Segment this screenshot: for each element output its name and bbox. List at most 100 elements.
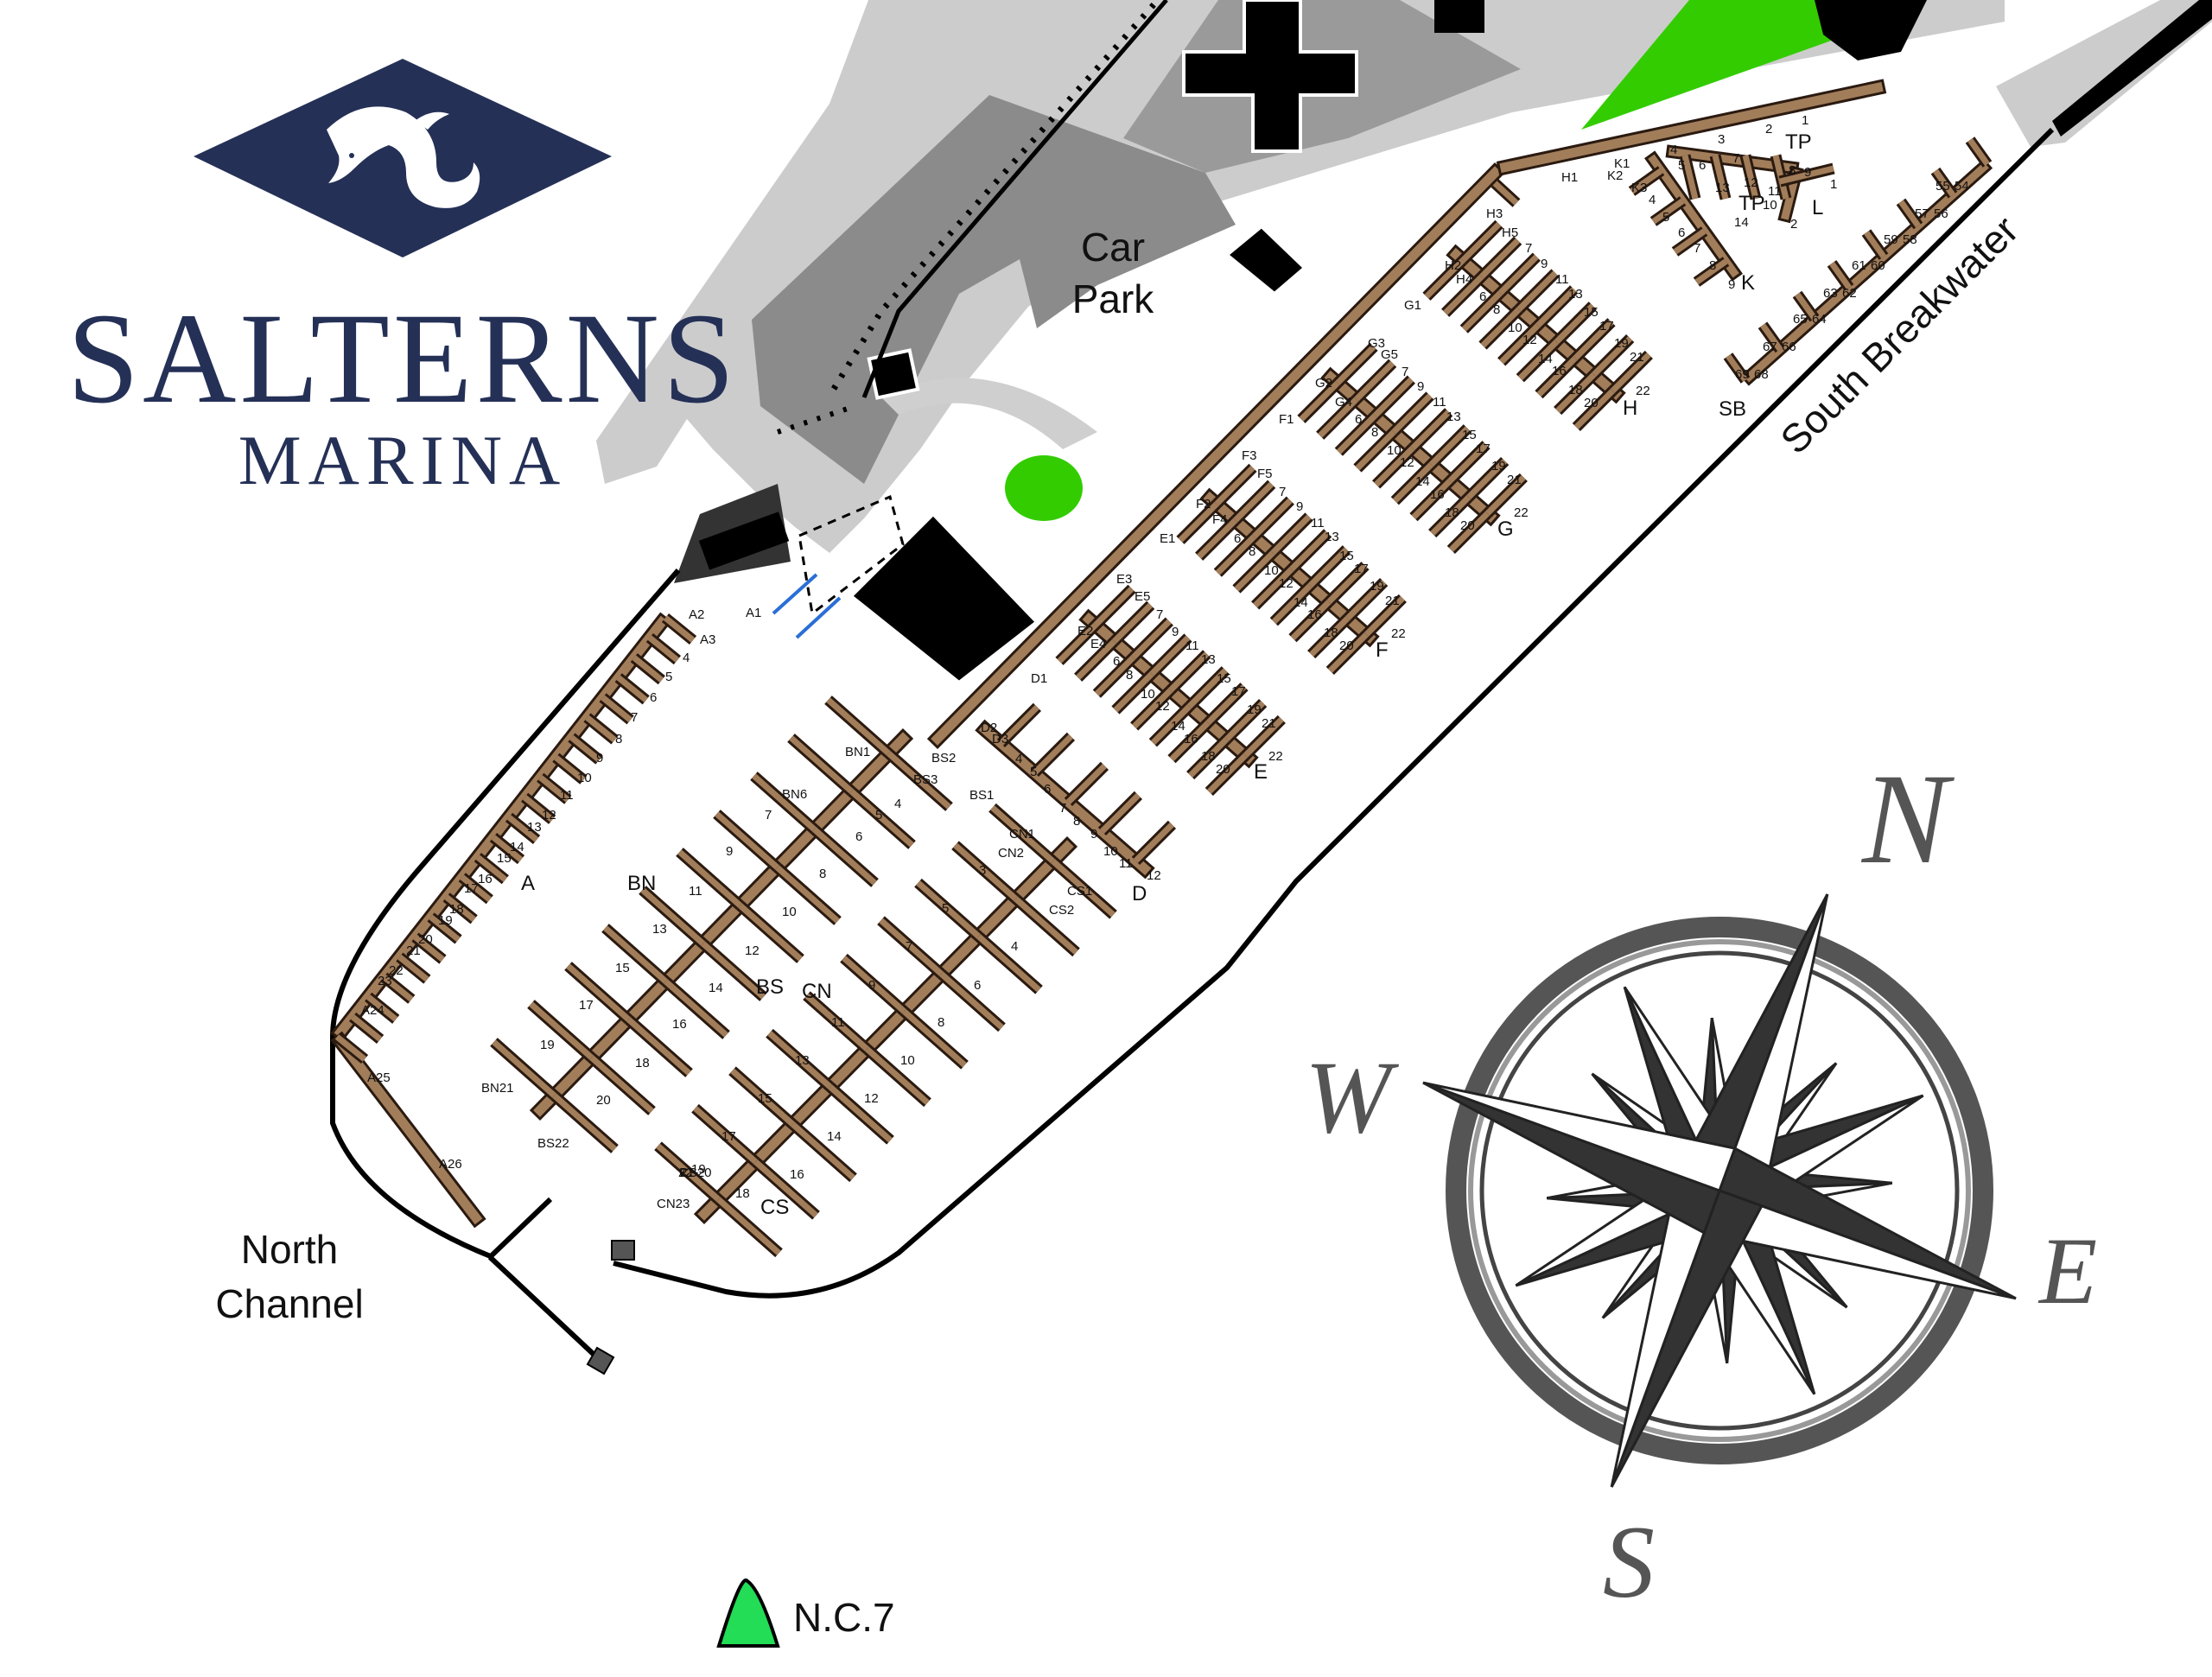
breakwater-black (2052, 0, 2212, 137)
car-park-label-2: Park (1072, 276, 1155, 321)
pontoon-cn-finger-deck (842, 956, 906, 1014)
berth-label: D1 (1031, 671, 1047, 686)
berth-label: 17 (1476, 441, 1491, 456)
berth-label: 17 (579, 998, 594, 1013)
pontoon-bs-finger-deck (664, 979, 728, 1038)
berth-label: 5 (942, 901, 949, 916)
pontoon-cs-finger-deck (865, 1046, 930, 1105)
pier-label-k: K (1741, 271, 1755, 295)
pontoon-a-finger-deck (616, 675, 648, 703)
pontoon-e-finger-deck (1093, 586, 1135, 627)
berth-label: 21 (680, 1166, 695, 1180)
berth-label: 13 (652, 922, 667, 937)
berth-label: BN21 (481, 1081, 514, 1096)
berth-label: 7 (1732, 151, 1739, 166)
berth-label: H1 (1561, 170, 1578, 185)
pontoon-e-finger-deck (1057, 622, 1098, 664)
pontoon-g-finger-deck (1448, 511, 1490, 552)
berth-label: 10 (1103, 844, 1118, 859)
berth-label: 21 (406, 943, 421, 958)
pontoon-sb-finger-deck (1726, 353, 1748, 383)
berth-label: 14 (1734, 215, 1749, 230)
pontoon-a-finger-deck (429, 914, 461, 943)
berth-label: 10 (577, 771, 592, 785)
berth-label: 20 (1339, 638, 1354, 653)
berth-label: 66 (1782, 340, 1796, 354)
berth-label: 11 (560, 788, 574, 803)
pontoon-a-finger-deck (491, 835, 524, 862)
berth-label: 13 (1715, 181, 1730, 195)
berth-label: 21 (1262, 716, 1276, 731)
pontoon-a-finger-deck (413, 934, 445, 962)
pontoon-f-finger-deck (1197, 518, 1238, 559)
compass-ring-mid (1468, 939, 1971, 1442)
berth-label: 22 (678, 1166, 693, 1180)
pontoon-d-spine (975, 719, 1155, 880)
south-breakwater (613, 127, 2055, 1299)
berth-label: 15 (497, 851, 512, 866)
pontoon-k-finger-deck (1651, 198, 1685, 225)
pontoon-g-finger-deck (1466, 459, 1508, 500)
pontoon-a-finger-deck (601, 695, 632, 723)
pontoon-bn-finger-deck (492, 1039, 556, 1098)
berth-label: 11 (831, 1015, 845, 1030)
pontoon-f-finger-deck (1307, 547, 1349, 588)
berth-label: 68 (1754, 367, 1769, 382)
pontoon-g-finger-deck (1392, 462, 1433, 504)
pontoon-cs-finger-deck (1051, 859, 1116, 918)
pier-label-f: F (1376, 638, 1389, 662)
north-channel-label-1: North (241, 1227, 338, 1272)
berth-label: 14 (510, 840, 524, 854)
berth-label: 15 (1462, 428, 1477, 442)
logo-diamond (194, 59, 612, 257)
pontoon-g-finger-deck (1374, 446, 1415, 487)
berth-label: 16 (1184, 732, 1198, 746)
pontoon-g-finger-deck (1355, 429, 1396, 471)
berth-label: 64 (1812, 312, 1827, 327)
berth-label: CS20 (679, 1166, 712, 1180)
pontoon-a-finger-deck (506, 815, 539, 842)
berth-label: 20 (1460, 518, 1475, 533)
berth-label: 5 (665, 670, 672, 684)
berth-label: 5 (1030, 765, 1037, 779)
pontoon-e-finger-deck (1205, 684, 1247, 726)
berth-label: 13 (527, 820, 542, 835)
berth-label: 57 (1915, 206, 1929, 221)
berth-label: 4 (1649, 193, 1656, 207)
berth-label: 54 (1955, 179, 1969, 194)
berth-label: 7 (631, 710, 638, 725)
buoy-icon (716, 1578, 780, 1648)
berth-label: 22 (389, 963, 404, 978)
berth-label: 5 (1678, 158, 1685, 173)
pier-label-bs: BS (756, 975, 784, 999)
berth-label: A26 (439, 1157, 462, 1172)
berth-label: 18 (1445, 505, 1459, 520)
berth-label: 13 (1446, 410, 1461, 424)
pontoon-f-finger-deck (1178, 501, 1219, 543)
berth-label: 15 (1217, 671, 1231, 686)
pontoon-f-finger-deck (1234, 550, 1275, 592)
berth-label: 17 (1354, 562, 1369, 576)
pontoon-cs-finger-deck (1014, 896, 1078, 955)
pontoon-g-finger-deck (1411, 479, 1452, 520)
berth-label: 19 (540, 1038, 555, 1052)
pontoon-e-finger-deck (1186, 668, 1228, 709)
pontoon-e-finger-deck (1132, 688, 1173, 729)
berth-label: 11 (1433, 395, 1446, 410)
pontoon-bn-finger-deck (715, 811, 779, 870)
pontoon-g-finger-deck (1299, 380, 1340, 422)
pontoon-sb-finger-deck (1760, 323, 1783, 352)
building-kiosk (1224, 224, 1307, 296)
north-channel-arm (487, 1255, 603, 1363)
pontoon-a-finger-deck (397, 954, 429, 982)
pontoon-k-finger-deck (1694, 258, 1728, 285)
building-cross (1182, 0, 1358, 153)
berth-label: 20 (418, 932, 433, 947)
pontoon-h-finger-deck (1480, 307, 1522, 348)
pontoon-cn-finger-deck (804, 993, 869, 1051)
compass-ring-inner (1479, 950, 1960, 1431)
berth-label: 12 (1279, 576, 1294, 591)
channel-marker-1 (611, 1240, 635, 1261)
berth-label: 11 (1311, 516, 1325, 530)
berth-label: CS1 (1067, 884, 1092, 899)
